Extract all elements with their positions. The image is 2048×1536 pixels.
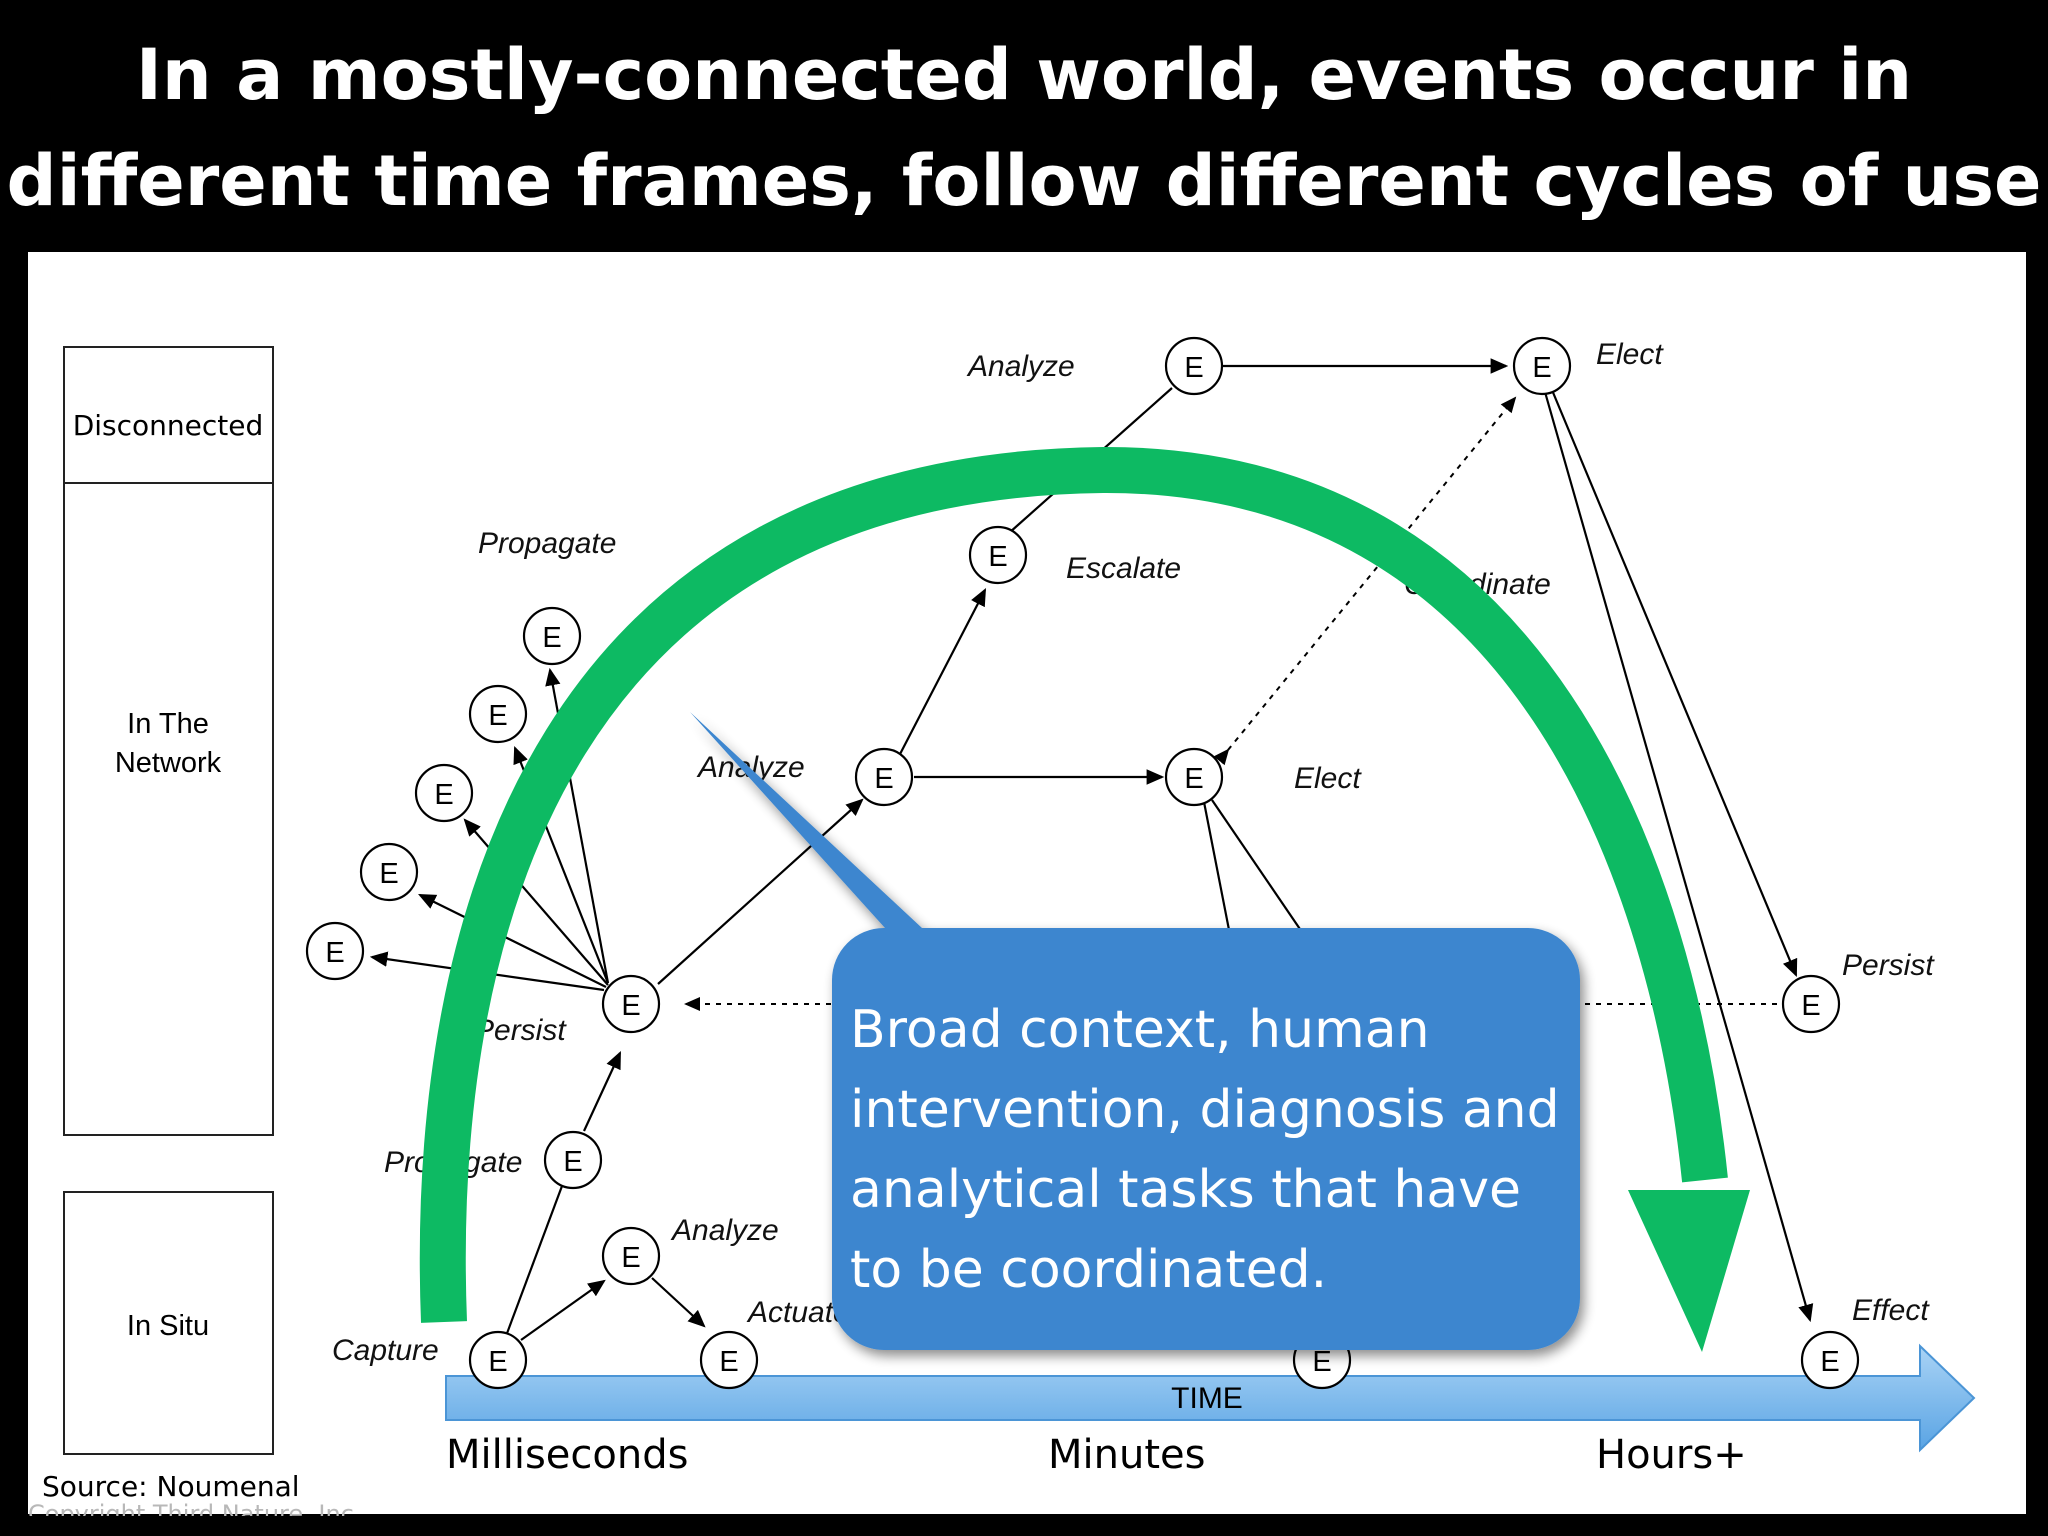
node-analyze-mid: E [854, 747, 914, 807]
edge-capture-to-propagate [504, 1185, 564, 1337]
zone-boxes: Disconnected In The Network In Situ [63, 346, 274, 1455]
label-analyze-mid: Analyze [696, 751, 805, 784]
node-label: E [621, 1242, 640, 1274]
edge-capture-to-analyze [520, 1279, 606, 1341]
node-label: E [719, 1346, 738, 1378]
zone-label-network-1: In The [127, 708, 209, 740]
edge-propagate-to-persist [583, 1051, 621, 1132]
node-propagate-4: E [359, 842, 419, 902]
cycle-arc-arrowhead [1628, 1190, 1750, 1352]
node-elect-top: E [1512, 336, 1572, 396]
node-label: E [325, 937, 344, 969]
node-escalate: E [968, 525, 1028, 585]
zone-label-insitu: In Situ [127, 1310, 209, 1342]
edge-persist-to-e4 [418, 894, 607, 988]
label-analyze-top: Analyze [966, 350, 1075, 383]
label-elect-top: Elect [1596, 338, 1664, 371]
edge-elect-mid-a [1202, 801, 1232, 936]
node-label: E [542, 622, 561, 654]
zone-label-disconnected: Disconnected [73, 409, 264, 442]
node-analyze-top: E [1164, 336, 1224, 396]
node-effect: E [1800, 1330, 1860, 1390]
node-label: E [988, 541, 1007, 573]
label-effect: Effect [1852, 1294, 1930, 1327]
callout-shape [690, 712, 922, 928]
edge-elect-mid-b [1211, 799, 1305, 936]
slide-title: In a mostly-connected world, events occu… [0, 22, 2048, 234]
callout [690, 712, 1580, 1350]
edge-node-to-escalate [897, 588, 987, 759]
callout-text: Broad context, human intervention, diagn… [850, 1000, 1560, 1300]
node-propagate-3: E [414, 763, 474, 823]
timescale-minutes: Minutes [1048, 1432, 1206, 1478]
node-propagate-5: E [305, 921, 365, 981]
node-label: E [1184, 352, 1203, 384]
label-capture: Capture [332, 1334, 439, 1367]
cycle-arc-arrow [419, 446, 1728, 1323]
zone-box-network [63, 346, 274, 1136]
label-persist-right: Persist [1842, 949, 1935, 982]
node-label: E [621, 990, 640, 1022]
node-propagate-1: E [522, 606, 582, 666]
node-label: E [1312, 1346, 1331, 1378]
time-arrow-label: TIME [1171, 1382, 1243, 1415]
node-label: E [1532, 352, 1551, 384]
timescale-hours: Hours+ [1596, 1432, 1747, 1478]
node-analyze-low: E [601, 1226, 661, 1286]
zone-box-insitu [63, 1191, 274, 1455]
zone-label-network-2: Network [115, 747, 222, 779]
node-label: E [434, 779, 453, 811]
label-elect-mid: Elect [1294, 762, 1362, 795]
time-arrow [445, 1343, 1976, 1453]
node-label: E [488, 700, 507, 732]
node-capture: E [468, 1330, 528, 1390]
edge-dotted-coordinate [1213, 396, 1517, 766]
node-propagate-low: E [543, 1130, 603, 1190]
node-label: E [563, 1146, 582, 1178]
timescale-milliseconds: Milliseconds [446, 1432, 689, 1478]
node-label: E [379, 858, 398, 890]
node-persist-left: E [601, 974, 661, 1034]
node-elect-mid: E [1164, 747, 1224, 807]
edge-persist-to-analyze [657, 798, 864, 985]
label-escalate: Escalate [1066, 552, 1181, 585]
edge-elect-top-to-effect [1543, 391, 1814, 1323]
node-label: E [1184, 763, 1203, 795]
copyright-notice: Copyright Third Nature, Inc. [28, 1500, 362, 1516]
source-credit: Source: Noumenal [42, 1470, 300, 1503]
node-label: E [488, 1346, 507, 1378]
title-line-2: different time frames, follow different … [6, 140, 2042, 222]
node-propagate-2: E [468, 684, 528, 744]
title-line-1: In a mostly-connected world, events occu… [135, 34, 1913, 116]
edge-analyze-to-actuate [651, 1277, 706, 1328]
callout-box [832, 928, 1580, 1350]
label-persist-left: Persist [474, 1014, 567, 1047]
node-label: E [1801, 990, 1820, 1022]
node-label: E [874, 763, 893, 795]
node-label: E [1820, 1346, 1839, 1378]
label-analyze-low: Analyze [670, 1214, 779, 1247]
edge-elect-top-to-persist [1550, 389, 1798, 978]
label-propagate-top: Propagate [478, 527, 616, 560]
node-actuate: E [699, 1330, 759, 1390]
node-persist-right: E [1781, 974, 1841, 1034]
